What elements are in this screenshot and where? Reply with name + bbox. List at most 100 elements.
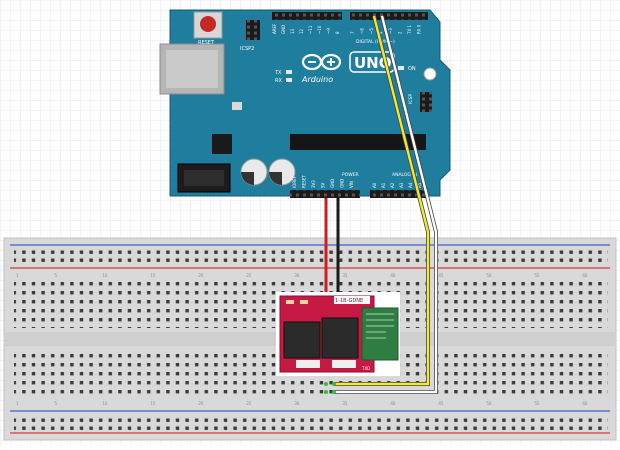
voltage-regulator bbox=[212, 134, 232, 154]
column-number: 15 bbox=[150, 273, 156, 278]
icsp2-label: ICSP2 bbox=[240, 46, 254, 52]
brand-label: Arduino bbox=[301, 75, 333, 84]
digital-pin-label: RX 0 bbox=[417, 24, 422, 34]
reset-button-cap bbox=[200, 16, 216, 32]
column-number: 10 bbox=[102, 273, 108, 278]
column-number: 5 bbox=[54, 273, 57, 278]
column-number: 10 bbox=[102, 401, 108, 406]
analog-header bbox=[370, 190, 426, 198]
on-led bbox=[398, 66, 404, 70]
module-pin-tx bbox=[332, 390, 336, 394]
digital-pin-label: ~10 bbox=[317, 25, 322, 34]
logo-minus bbox=[308, 61, 316, 63]
digital-pin-label: 8 bbox=[335, 31, 340, 34]
logo-plus-v bbox=[330, 58, 332, 66]
icsp-label: ICSP bbox=[408, 94, 414, 104]
capacitor-right-band bbox=[269, 172, 282, 185]
column-number: 25 bbox=[246, 401, 252, 406]
column-number: 45 bbox=[438, 401, 444, 406]
module-pin-rx bbox=[332, 382, 336, 386]
module-label-bg bbox=[334, 296, 370, 304]
module-pin-label: TXD bbox=[361, 366, 370, 371]
logo-loop-right bbox=[320, 53, 342, 71]
analog-pin-label: A2 bbox=[390, 182, 395, 188]
column-number: 45 bbox=[438, 273, 444, 278]
column-number: 35 bbox=[342, 273, 348, 278]
analog-pin-label: A5 bbox=[417, 182, 422, 188]
rx-label: RX bbox=[275, 78, 282, 84]
relay-module: 1-1B-GDNE TXD bbox=[276, 292, 400, 394]
digital-pin-label: 12 bbox=[299, 28, 304, 34]
digital-pin-label: ~9 bbox=[326, 28, 331, 34]
tx-label: TX bbox=[274, 70, 282, 76]
top-power-rail-holes bbox=[14, 248, 608, 264]
digital-pin-label: ~6 bbox=[360, 28, 365, 34]
mount-hole-right bbox=[423, 67, 437, 81]
column-number: 20 bbox=[198, 401, 204, 406]
column-number: 40 bbox=[390, 401, 396, 406]
rx-led bbox=[286, 78, 292, 82]
digital-pin-label: AREF bbox=[272, 23, 277, 34]
digital-pin-label: ~5 bbox=[369, 28, 374, 34]
wires bbox=[323, 15, 438, 394]
analog-pin-label: A0 bbox=[372, 182, 377, 188]
analog-label: ANALOG IN bbox=[392, 172, 417, 178]
column-number: 30 bbox=[294, 401, 300, 406]
digital-pin-label: ~3 bbox=[388, 28, 393, 34]
power-pin-label: VIN bbox=[349, 181, 354, 188]
column-number: 55 bbox=[534, 273, 540, 278]
column-number: 60 bbox=[582, 401, 588, 406]
terminal-1 bbox=[296, 360, 320, 368]
atmega-chip bbox=[290, 134, 426, 150]
column-number: 1 bbox=[16, 273, 19, 278]
power-pin-label: IOREF bbox=[292, 175, 297, 188]
digital-label: DIGITAL (PWM ~) bbox=[356, 39, 395, 45]
digital-pin-label: ~11 bbox=[308, 25, 313, 34]
column-number: 50 bbox=[486, 273, 492, 278]
reset-label: RESET bbox=[198, 40, 215, 46]
column-number: 30 bbox=[294, 273, 300, 278]
icsp2-header bbox=[246, 20, 260, 40]
analog-pin-labels: A0 A1 A2 A3 A4 A5 bbox=[372, 182, 422, 188]
capacitor-left-band bbox=[241, 172, 254, 185]
crystal bbox=[232, 102, 242, 110]
column-number: 55 bbox=[534, 401, 540, 406]
power-jack-inner bbox=[184, 170, 224, 186]
power-pin-label: 5V bbox=[321, 182, 326, 188]
usb-connector-inner bbox=[166, 50, 218, 88]
yellow-wire bbox=[334, 15, 430, 386]
digital-pin-label: 4 bbox=[379, 31, 384, 34]
digital-pin-label: GND bbox=[281, 25, 286, 34]
analog-pin-label: A1 bbox=[381, 182, 386, 188]
arduino-logo bbox=[301, 53, 342, 71]
model-label: UNO bbox=[354, 54, 392, 72]
terminal-2 bbox=[332, 360, 356, 368]
analog-pin-label: A4 bbox=[408, 182, 413, 188]
digital-pin-label: 7 bbox=[350, 31, 355, 34]
column-number: 1 bbox=[16, 401, 19, 406]
module-pin-vcc bbox=[324, 382, 328, 386]
module-label: 1-1B-GDNE bbox=[335, 298, 363, 304]
tx-led bbox=[286, 70, 292, 74]
digital-pin-label: 2 bbox=[398, 31, 403, 34]
smd-component-2 bbox=[300, 300, 308, 304]
column-number: 35 bbox=[342, 401, 348, 406]
power-pin-label: RESET bbox=[302, 175, 307, 188]
column-number: 60 bbox=[582, 273, 588, 278]
icsp-header bbox=[420, 92, 432, 112]
smd-component-1 bbox=[286, 300, 294, 304]
column-number: 20 bbox=[198, 273, 204, 278]
relay-2 bbox=[321, 317, 359, 359]
column-number: 15 bbox=[150, 401, 156, 406]
column-number: 50 bbox=[486, 401, 492, 406]
power-label: POWER bbox=[342, 172, 359, 178]
analog-pin-label: A3 bbox=[399, 182, 404, 188]
digital-pin-label: 13 bbox=[290, 28, 295, 34]
bottom-power-rail-holes bbox=[14, 414, 608, 430]
digital-header-top-right bbox=[350, 12, 428, 20]
